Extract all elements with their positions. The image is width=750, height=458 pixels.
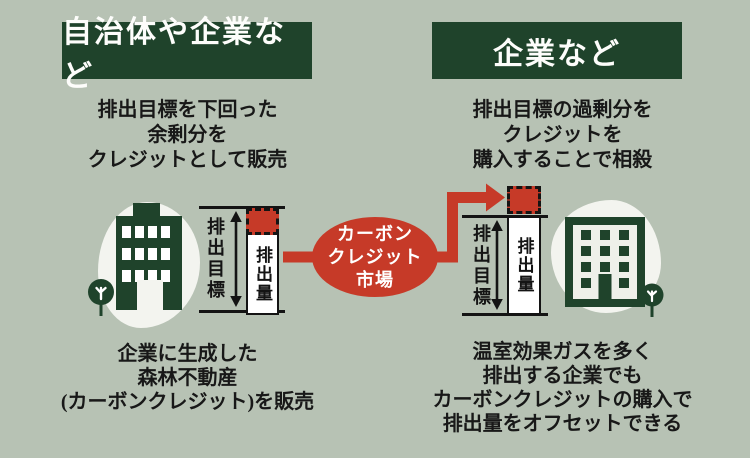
target-cap-line-top bbox=[199, 206, 285, 209]
target-cap-line-bottom bbox=[199, 310, 285, 313]
carbon-credit-market-badge: カーボン クレジット 市場 bbox=[312, 217, 438, 297]
tree-icon bbox=[86, 278, 118, 323]
market-label-line: カーボン bbox=[337, 223, 413, 244]
text-line: クレジットを bbox=[502, 124, 623, 146]
right-bottom-description: 温室効果ガスを多く 排出する企業でも カーボンクレジットの購入で 排出量をオフセ… bbox=[400, 340, 725, 436]
target-cap-line-bottom bbox=[462, 313, 548, 316]
emission-bar: 排出量 bbox=[246, 235, 279, 315]
building-windows bbox=[122, 226, 170, 282]
credit-purchase-box bbox=[507, 186, 541, 214]
right-header: 企業など bbox=[432, 22, 682, 79]
left-emission-chart: 排出目標 排出量 bbox=[199, 203, 289, 319]
emission-amount-label: 排出量 bbox=[253, 245, 272, 303]
text-line: 購入することで相殺 bbox=[472, 149, 653, 171]
building-roof bbox=[133, 203, 160, 216]
market-label-line: クレジット bbox=[327, 246, 423, 267]
credit-surplus-box bbox=[246, 208, 279, 235]
emission-target-label: 排出目標 bbox=[205, 217, 225, 301]
text-line: 排出目標の過剰分を bbox=[472, 99, 653, 121]
building-door bbox=[137, 280, 163, 310]
left-bottom-description: 企業に生成した 森林不動産 (カーボンクレジット)を販売 bbox=[25, 342, 350, 414]
left-header: 自治体や企業など bbox=[62, 16, 312, 93]
right-building-icon bbox=[565, 217, 645, 307]
text-line: 企業に生成した bbox=[117, 343, 258, 365]
left-building-icon bbox=[116, 203, 182, 310]
market-label-line: 市場 bbox=[356, 269, 394, 290]
text-line: 森林不動産 bbox=[137, 367, 238, 389]
text-line: (カーボンクレジット)を販売 bbox=[60, 391, 315, 413]
right-top-description: 排出目標の過剰分を クレジットを 購入することで相殺 bbox=[405, 98, 720, 173]
building-door bbox=[598, 274, 612, 299]
double-arrow-icon bbox=[230, 211, 242, 307]
text-line: 排出量をオフセットできる bbox=[442, 413, 683, 435]
right-emission-chart: 排出目標 排出量 bbox=[461, 186, 553, 321]
text-line: クレジットとして販売 bbox=[87, 149, 288, 171]
text-line: 排出する企業でも bbox=[482, 365, 643, 387]
target-cap-line-top bbox=[462, 215, 548, 218]
tree-icon bbox=[637, 283, 667, 324]
double-arrow-icon bbox=[491, 220, 503, 310]
text-line: カーボンクレジットの購入で bbox=[432, 389, 693, 411]
text-line: 余剰分を bbox=[147, 124, 228, 146]
emission-target-label: 排出目標 bbox=[471, 224, 491, 308]
text-line: 温室効果ガスを多く bbox=[472, 341, 653, 363]
left-top-description: 排出目標を下回った 余剰分を クレジットとして販売 bbox=[30, 98, 345, 173]
emission-amount-label: 排出量 bbox=[514, 237, 534, 294]
text-line: 排出目標を下回った bbox=[97, 99, 278, 121]
emission-bar: 排出量 bbox=[507, 218, 541, 315]
